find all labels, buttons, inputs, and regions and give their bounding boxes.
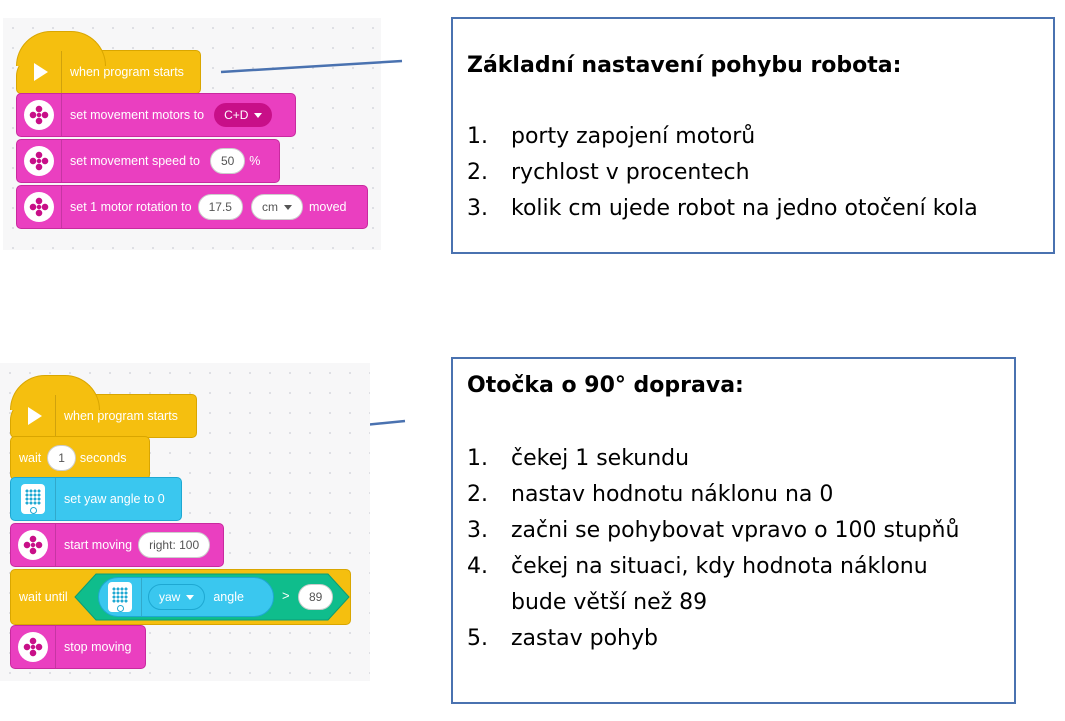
- motor-icon: [17, 94, 62, 136]
- block-label: wait until: [19, 590, 68, 604]
- comparison-block[interactable]: yaw angle > 89: [74, 573, 350, 623]
- start-moving-block[interactable]: start moving right: 100: [10, 523, 224, 567]
- motor-icon: [17, 186, 62, 228]
- yaw-dropdown[interactable]: yaw: [148, 584, 206, 610]
- angle-label: angle: [213, 590, 244, 604]
- motor-icon: [11, 524, 56, 566]
- steering-input[interactable]: right: 100: [138, 532, 211, 558]
- start-flag-icon: [17, 51, 62, 93]
- block-label: when program starts: [70, 65, 184, 79]
- caret-down-icon: [254, 112, 263, 118]
- caret-down-icon: [186, 594, 195, 600]
- hat-bump: [10, 375, 100, 410]
- list-item: 3.začni se pohybovat vpravo o 100 stupňů: [467, 518, 960, 543]
- hub-icon: [99, 578, 142, 616]
- list-item: 4.čekej na situaci, kdy hodnota náklonu …: [467, 554, 928, 615]
- speed-input[interactable]: 50: [209, 148, 246, 174]
- block-label: wait: [19, 451, 42, 465]
- when-program-starts-block[interactable]: when program starts: [16, 31, 201, 94]
- operator-label: >: [282, 588, 290, 603]
- block-label: start moving: [64, 538, 133, 552]
- list-item: 3.kolik cm ujede robot na jedno otočení …: [467, 196, 978, 221]
- rotation-unit-value: cm: [261, 200, 278, 214]
- block-label: set movement speed to: [70, 154, 200, 168]
- note-title: Otočka o 90° doprava:: [467, 373, 744, 398]
- when-program-starts-block[interactable]: when program starts: [10, 375, 197, 438]
- stop-moving-block[interactable]: stop moving: [10, 625, 146, 669]
- list-item: 1.porty zapojení motorů: [467, 124, 756, 149]
- motors-dropdown[interactable]: C+D: [214, 103, 273, 127]
- note-box-1: Základní nastavení pohybu robota: 1.port…: [451, 17, 1055, 254]
- set-movement-motors-block[interactable]: set movement motors to C+D: [16, 93, 296, 137]
- wait-seconds-block[interactable]: wait 1 seconds: [10, 436, 150, 480]
- code-canvas-2[interactable]: when program starts wait 1 seconds set y…: [0, 363, 370, 681]
- yaw-angle-reporter[interactable]: yaw angle: [98, 577, 274, 617]
- note-box-2: Otočka o 90° doprava: 1.čekej 1 sekundu …: [451, 357, 1016, 704]
- block-label: when program starts: [64, 409, 178, 423]
- yaw-value: yaw: [159, 590, 181, 604]
- set-motor-rotation-block[interactable]: set 1 motor rotation to 17.5 cm moved: [16, 185, 368, 229]
- wait-input[interactable]: 1: [47, 445, 76, 471]
- start-flag-icon: [11, 395, 56, 437]
- set-movement-speed-block[interactable]: set movement speed to 50 %: [16, 139, 280, 183]
- set-yaw-angle-block[interactable]: set yaw angle to 0: [10, 477, 182, 521]
- compare-input[interactable]: 89: [298, 584, 334, 610]
- motors-value: C+D: [224, 108, 249, 122]
- motor-icon: [17, 140, 62, 182]
- wait-until-block[interactable]: wait until yaw angle > 89: [10, 569, 351, 625]
- list-item: 5.zastav pohyb: [467, 626, 658, 651]
- speed-unit: %: [249, 154, 261, 168]
- block-label: stop moving: [64, 640, 132, 654]
- block-label: set yaw angle to 0: [64, 492, 165, 506]
- note-list: 1.porty zapojení motorů 2.rychlost v pro…: [467, 119, 978, 227]
- caret-down-icon: [283, 204, 292, 210]
- rotation-unit-dropdown[interactable]: cm: [250, 194, 303, 220]
- list-item: 2.rychlost v procentech: [467, 160, 750, 185]
- list-item: 1.čekej 1 sekundu: [467, 446, 690, 471]
- hat-bump: [16, 31, 106, 66]
- note-list: 1.čekej 1 sekundu 2.nastav hodnotu náklo…: [467, 441, 987, 657]
- block-label: set 1 motor rotation to: [70, 200, 192, 214]
- block-label: set movement motors to: [70, 108, 205, 122]
- wait-unit: seconds: [79, 451, 127, 465]
- rotation-suffix: moved: [308, 200, 347, 214]
- motor-icon: [11, 626, 56, 668]
- note-title: Základní nastavení pohybu robota:: [467, 53, 902, 78]
- hub-icon: [11, 478, 56, 520]
- code-canvas-1[interactable]: when program starts set movement motors …: [3, 18, 381, 250]
- rotation-input[interactable]: 17.5: [197, 194, 243, 220]
- list-item: 2.nastav hodnotu náklonu na 0: [467, 482, 834, 507]
